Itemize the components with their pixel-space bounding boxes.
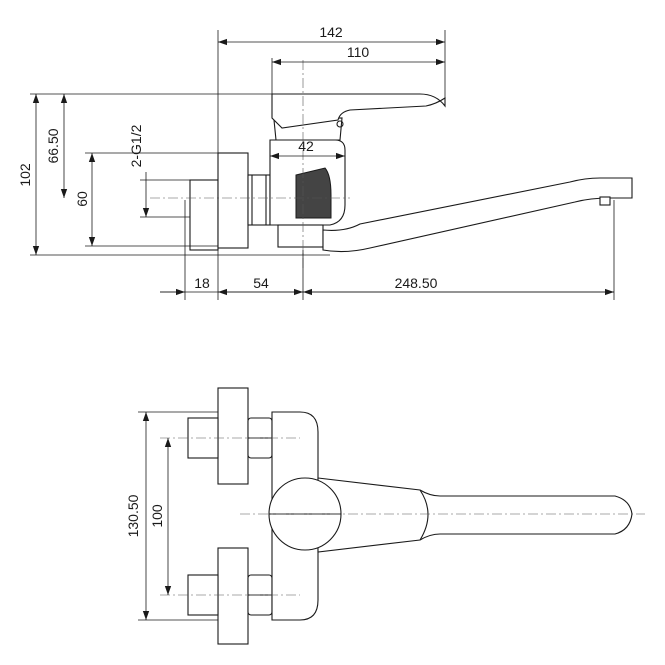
dim-label-102: 102 <box>17 163 33 187</box>
wall-flange <box>189 179 219 251</box>
spout-aerator <box>599 196 611 206</box>
spout <box>322 177 633 253</box>
spout-top <box>317 477 633 553</box>
dim-label-110: 110 <box>347 44 370 60</box>
dim-label-54: 54 <box>253 275 269 291</box>
dim-label-100: 100 <box>149 504 165 528</box>
dim-label-142: 142 <box>319 24 343 40</box>
lever-handle <box>271 93 446 129</box>
spout-collar <box>277 224 324 248</box>
dim-label-66-50: 66.50 <box>45 128 61 163</box>
dim-label-248-50: 248.50 <box>395 275 438 291</box>
top-view: 130.50 100 <box>125 387 645 645</box>
lower-flange <box>217 547 249 645</box>
lever-screw <box>336 120 344 128</box>
upper-flange <box>217 387 249 485</box>
dim-label-130-50: 130.50 <box>125 494 141 537</box>
cartridge-insert <box>295 167 332 219</box>
wall-plate <box>217 152 249 249</box>
side-view: 142 110 42 102 66.50 60 2-G1/2 18 54 248… <box>17 24 633 300</box>
dim-label-18: 18 <box>194 275 210 291</box>
connection-nut <box>247 174 271 226</box>
thread-label: 2-G1/2 <box>128 124 144 167</box>
dim-label-60: 60 <box>74 191 90 207</box>
dim-label-42: 42 <box>298 138 314 154</box>
